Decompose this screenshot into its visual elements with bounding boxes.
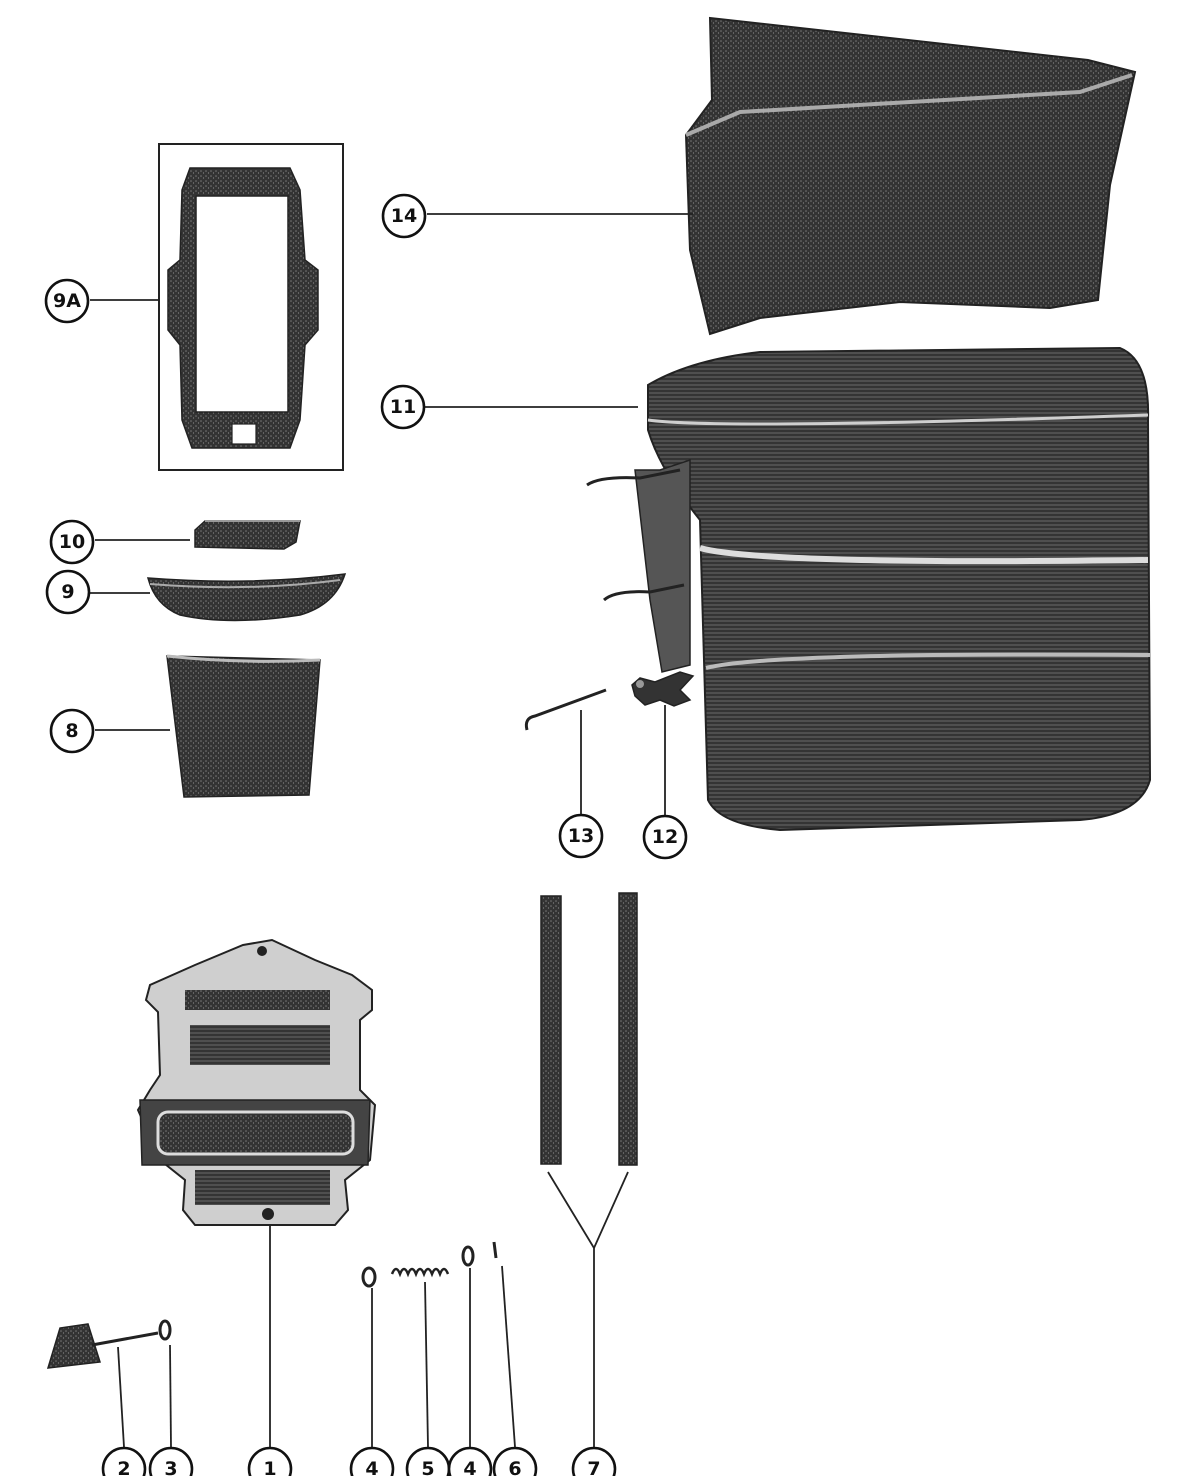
callout-5-label: 5 <box>421 1458 434 1476</box>
callout-1-label: 1 <box>263 1458 276 1476</box>
callout-4a-label: 4 <box>365 1458 378 1476</box>
callout-4b: 4 <box>447 1446 493 1476</box>
callout-13-label: 13 <box>568 825 594 847</box>
callout-8: 8 <box>49 708 95 754</box>
callout-13: 13 <box>558 813 604 859</box>
callout-9: 9 <box>45 569 91 615</box>
block-part-10 <box>194 520 301 550</box>
callout-2: 2 <box>101 1446 147 1476</box>
callout-9a-label: 9A <box>53 290 81 312</box>
shell-part-11 <box>586 346 1152 832</box>
callout-11-label: 11 <box>390 396 416 418</box>
callout-5: 5 <box>405 1446 451 1476</box>
callout-12: 12 <box>642 814 688 860</box>
pin-part-6 <box>492 1241 498 1259</box>
callout-9a: 9A <box>44 278 90 324</box>
callout-6-label: 6 <box>508 1458 521 1476</box>
callout-6: 6 <box>492 1446 538 1476</box>
leader-lines <box>90 213 693 1448</box>
callout-3-label: 3 <box>164 1458 177 1476</box>
callout-14-label: 14 <box>391 205 417 227</box>
panel-part-8 <box>166 654 321 798</box>
latch-part-12 <box>631 671 695 707</box>
hook-part-13 <box>524 688 607 731</box>
strip-part-7 <box>540 892 638 1166</box>
callout-4a: 4 <box>349 1446 395 1476</box>
callout-12-label: 12 <box>652 826 678 848</box>
callout-14: 14 <box>381 193 427 239</box>
strip-part-9 <box>147 573 347 622</box>
callout-1: 1 <box>247 1446 293 1476</box>
washer-part-4b <box>461 1245 475 1267</box>
spring-part-5 <box>390 1267 450 1278</box>
callout-4b-label: 4 <box>463 1458 476 1476</box>
callout-8-label: 8 <box>65 720 78 742</box>
callout-10-label: 10 <box>59 531 85 553</box>
callout-3: 3 <box>148 1446 194 1476</box>
washer-part-3 <box>158 1319 172 1341</box>
callout-2-label: 2 <box>117 1458 130 1476</box>
cover-part-14 <box>684 16 1137 336</box>
callout-7: 7 <box>571 1446 617 1476</box>
callout-10: 10 <box>49 519 95 565</box>
washer-part-4a <box>361 1266 377 1288</box>
callout-11: 11 <box>380 384 426 430</box>
handle-part-2 <box>46 1323 159 1369</box>
callout-9-label: 9 <box>61 581 74 603</box>
cover-part-1 <box>136 938 377 1226</box>
callout-7-label: 7 <box>587 1458 600 1476</box>
gasket-part-9a <box>158 143 344 471</box>
